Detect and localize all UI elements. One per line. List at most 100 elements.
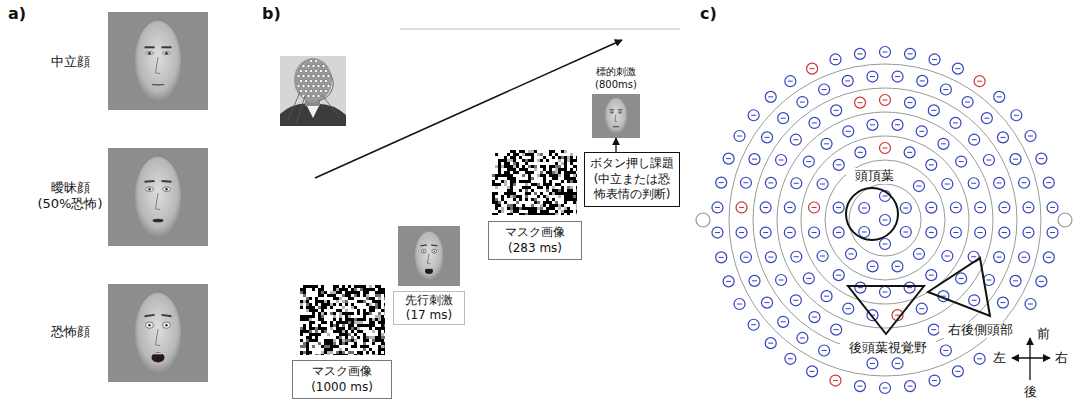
noise-cell — [360, 309, 363, 312]
noise-cell — [378, 318, 381, 321]
noise-cell — [363, 312, 366, 315]
noise-cell — [498, 162, 501, 165]
noise-cell — [363, 342, 366, 345]
noise-cell — [384, 321, 385, 324]
electrode-mark — [1002, 207, 1007, 208]
electrode-ring — [760, 202, 771, 213]
noise-cell — [513, 201, 516, 204]
noise-cell — [312, 309, 315, 312]
noise-cell — [315, 339, 318, 342]
electrode-mark — [972, 300, 977, 301]
noise-cell — [342, 318, 345, 321]
noise-cell — [378, 336, 381, 339]
electrode-mark — [846, 308, 851, 309]
noise-cell — [528, 192, 531, 195]
electrode — [833, 159, 844, 170]
noise-cell — [369, 312, 372, 315]
electrode — [819, 84, 830, 95]
mouth — [425, 268, 433, 274]
noise-cell — [360, 288, 363, 291]
noise-cell — [315, 330, 318, 333]
face-oval — [135, 21, 181, 101]
electrode-mark — [726, 281, 731, 282]
noise-cell — [507, 162, 510, 165]
noise-cell — [552, 156, 555, 159]
noise-cell — [342, 312, 345, 315]
mouth — [152, 353, 165, 363]
electrode — [917, 75, 928, 86]
noise-cell — [378, 342, 381, 345]
noise-cell — [327, 351, 330, 354]
noise-cell — [531, 153, 534, 156]
electrode — [762, 297, 773, 308]
noise-cell — [330, 306, 333, 309]
noise-cell — [312, 327, 315, 330]
noise-cell — [549, 186, 552, 189]
electrode-mark — [858, 102, 863, 103]
electrode-mark — [977, 81, 982, 82]
electrode-mark — [822, 89, 827, 90]
box-text: マスク画像 (283 ms) — [493, 225, 577, 256]
noise-cell — [546, 156, 549, 159]
noise-cell — [573, 204, 576, 207]
noise-cell — [306, 306, 309, 309]
noise-cell — [546, 159, 549, 162]
noise-cell — [354, 297, 357, 300]
noise-cell — [531, 189, 534, 192]
noise-cell — [309, 324, 312, 327]
noise-cell — [363, 315, 366, 318]
noise-cell — [339, 333, 342, 336]
electrode-ring — [855, 97, 866, 108]
noise-cell — [549, 153, 552, 156]
noise-cell — [552, 150, 555, 153]
noise-cell — [324, 330, 327, 333]
noise-cell — [366, 330, 369, 333]
electrode-mark — [824, 143, 829, 144]
noise-cell — [366, 348, 369, 351]
noise-cell — [540, 159, 543, 162]
electrode-ring — [855, 147, 866, 158]
noise-cell — [576, 186, 577, 189]
cap-electrode — [314, 79, 317, 82]
noise-cell — [564, 180, 567, 183]
noise-cell — [366, 345, 369, 348]
electrode-mark — [883, 292, 888, 293]
electrode-ring — [749, 154, 760, 165]
noise-cell — [507, 213, 510, 215]
noise-cell — [531, 180, 534, 183]
noise-cell — [540, 213, 543, 215]
noise-cell — [552, 180, 555, 183]
electrode-ring — [892, 261, 903, 272]
noise-cell — [333, 342, 336, 345]
noise-cell — [312, 330, 315, 333]
noise-cell — [363, 291, 366, 294]
electrode-ring — [916, 303, 927, 314]
noise-cell — [549, 201, 552, 204]
noise-cell — [369, 330, 372, 333]
electrode — [913, 248, 924, 259]
noise-cell — [510, 156, 513, 159]
electrode — [880, 215, 891, 226]
noise-cell — [531, 171, 534, 174]
noise-cell — [300, 315, 303, 318]
eye — [432, 249, 437, 253]
noise-cell — [549, 156, 552, 159]
noise-cell — [345, 342, 348, 345]
noise-cell — [360, 306, 363, 309]
noise-cell — [525, 198, 528, 201]
noise-cell — [384, 354, 385, 355]
noise-cell — [384, 345, 385, 348]
noise-cell — [561, 153, 564, 156]
electrode-mark — [959, 278, 964, 279]
noise-cell — [360, 303, 363, 306]
noise-cell — [318, 345, 321, 348]
noise-cell — [507, 192, 510, 195]
noise-cell — [318, 306, 321, 309]
noise-cell — [570, 171, 573, 174]
noise-cell — [309, 336, 312, 339]
electrode-mark — [794, 256, 799, 257]
noise-cell — [531, 174, 534, 177]
noise-cell — [567, 174, 570, 177]
noise-cell — [336, 285, 339, 288]
electrode-mark — [943, 350, 948, 351]
